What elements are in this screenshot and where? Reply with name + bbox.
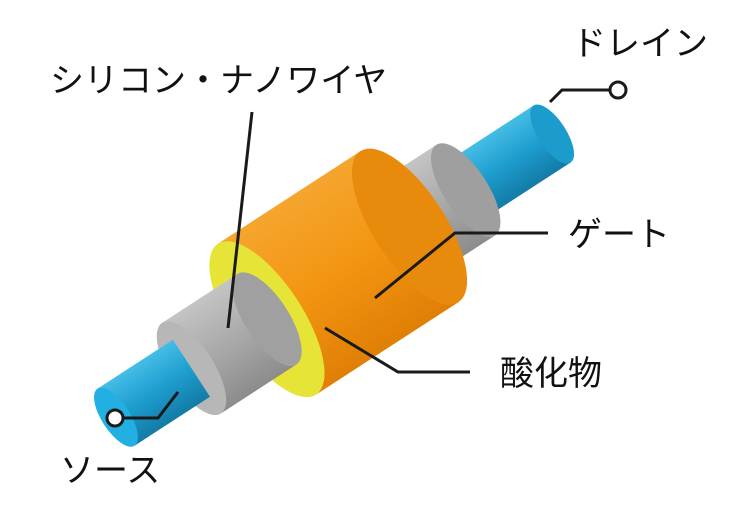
drain-lead <box>548 88 612 104</box>
device-body <box>94 104 575 447</box>
source-label: ソース <box>60 451 160 491</box>
gate-back-end <box>351 148 468 305</box>
drain-label: ドレイン <box>572 24 708 64</box>
nanowire-leader <box>226 111 254 329</box>
drain-terminal <box>608 80 628 100</box>
oxide-label: 酸化物 <box>500 354 602 394</box>
drain-wire-end <box>530 104 575 164</box>
oxide-leader <box>324 326 470 374</box>
source-terminal <box>105 408 125 428</box>
nanowire-label: シリコン・ナノワイヤ <box>50 61 387 101</box>
drain-oxide-end <box>430 143 501 237</box>
gate-label: ゲート <box>568 215 670 255</box>
source-lead <box>123 391 180 420</box>
source-oxide-sleeve <box>162 273 297 414</box>
gate-leader <box>374 231 548 300</box>
oxide-layer-face <box>232 272 302 367</box>
